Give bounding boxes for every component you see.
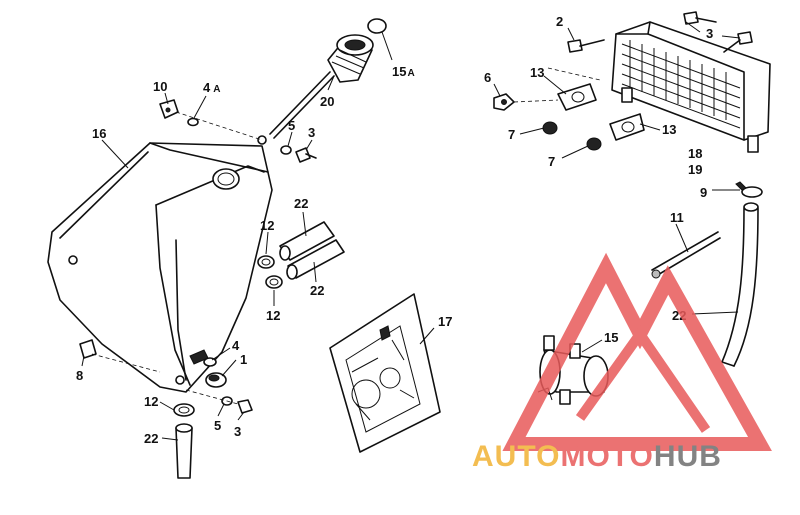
engine-inset-part-17 — [329, 293, 441, 453]
watermark-logo: AUTOMOTOHUB — [472, 252, 772, 473]
pipe-part-11 — [651, 231, 721, 279]
washer-part-4 — [203, 357, 217, 367]
nut-part-7-upper — [542, 121, 558, 135]
callout-22-lower: 22 — [310, 283, 324, 298]
callout-17: 17 — [438, 314, 452, 329]
callout-5-top: 5 — [288, 118, 295, 133]
callout-12-bottom: 12 — [144, 394, 158, 409]
callout-9: 9 — [700, 185, 707, 200]
drain-plug-part-1 — [205, 372, 227, 388]
dipstick-part-20 — [269, 34, 374, 139]
bolt-part-3-top — [295, 147, 317, 163]
bolt-part-3-cooler-right — [723, 31, 753, 53]
leader-lines — [81, 21, 741, 441]
oil-cooler-part-18-19 — [611, 21, 771, 153]
callout-6: 6 — [484, 70, 491, 85]
callout-10: 10 — [153, 79, 167, 94]
callout-22-bottom: 22 — [144, 431, 158, 446]
fitting-part-8 — [79, 339, 161, 373]
callout-7-upper: 7 — [508, 127, 515, 142]
callout-3-top: 3 — [308, 125, 315, 140]
bolt-part-2 — [567, 39, 605, 53]
callout-2: 2 — [556, 14, 563, 29]
bolt-part-3-bottom — [185, 389, 253, 414]
callout-18: 18 — [688, 146, 702, 161]
callout-12-lower: 12 — [266, 308, 280, 323]
callout-11: 11 — [670, 210, 684, 225]
oil-tank — [47, 135, 273, 393]
callout-8: 8 — [76, 368, 83, 383]
hose-part-22-lower — [286, 239, 345, 280]
bolt-part-3-cooler-left — [683, 11, 717, 25]
hose-part-22-bottom — [175, 423, 193, 479]
watermark-triangle-mark — [502, 252, 772, 451]
callout-4: 4 — [232, 338, 240, 353]
callout-7-lower: 7 — [548, 154, 555, 169]
callout-22-upper: 22 — [294, 196, 308, 211]
cap-seal-part-15a — [367, 18, 387, 34]
callout-13-upper: 13 — [530, 65, 544, 80]
clamp-part-12-bottom — [173, 403, 195, 417]
bracket-part-13-lower — [609, 113, 645, 141]
callout-12-upper: 12 — [260, 218, 274, 233]
callout-1: 1 — [240, 352, 247, 367]
washer-part-4a — [187, 117, 199, 127]
hose-part-22-upper — [279, 221, 335, 261]
callout-15: 15 — [604, 330, 618, 345]
watermark-text: AUTOMOTOHUB — [472, 440, 722, 473]
callout-16: 16 — [92, 126, 106, 141]
callout-15a: 15A — [392, 64, 415, 79]
callout-19: 19 — [688, 162, 702, 177]
nut-part-7-lower — [586, 137, 602, 151]
clamp-part-9 — [735, 181, 763, 198]
callout-20: 20 — [320, 94, 334, 109]
hose-part-22-right — [721, 202, 759, 367]
clamp-part-12-lower — [265, 275, 283, 289]
washer-part-5-top — [280, 145, 292, 155]
bracket-part-13-upper — [547, 67, 601, 111]
callout-3-bottom: 3 — [234, 424, 241, 439]
clip-part-10 — [159, 99, 263, 141]
callout-3-cooler: 3 — [706, 26, 713, 41]
callout-13-lower: 13 — [662, 122, 676, 137]
clamp-part-12-upper — [257, 255, 275, 269]
callout-5-bottom: 5 — [214, 418, 221, 433]
nut-part-6 — [493, 93, 559, 111]
